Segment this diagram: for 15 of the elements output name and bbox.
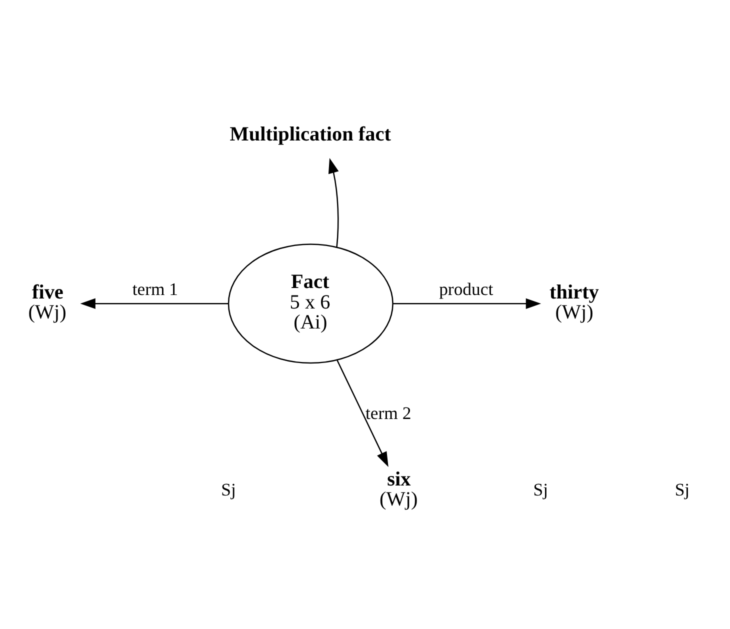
label: Sj: [674, 478, 690, 499]
edge-label: product: [439, 278, 494, 299]
node-text: six (Wj): [380, 468, 418, 510]
label: Sj: [221, 478, 236, 499]
edge-label: term 1: [132, 278, 178, 299]
arrow: [80, 298, 228, 308]
arrow: [393, 298, 542, 308]
node-ellipse: Fact 5 x 6 (Ai): [228, 243, 394, 364]
node-text: Multiplication fact: [230, 122, 391, 145]
arrow: [328, 158, 339, 247]
edge-label: term 2: [366, 402, 412, 422]
node-text: five (Wj): [28, 280, 66, 324]
label: Sj: [533, 478, 548, 499]
node-text: thirty (Wj): [550, 280, 599, 324]
arrow: [336, 359, 388, 467]
